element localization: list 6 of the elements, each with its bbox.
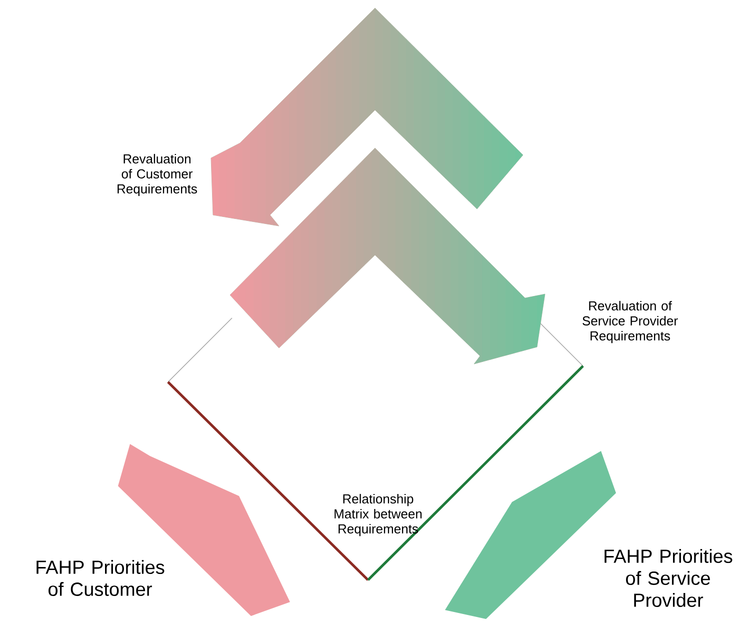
label-text: FAHP Priorities of Customer <box>36 560 164 596</box>
label-text: Revaluation of Customer Requirements <box>118 154 197 196</box>
matrix-label: Relationship Matrix between Requirements <box>334 494 422 536</box>
label-text: Revaluation of Service Provider Requirements <box>582 300 678 344</box>
label-text: FAHP Priorities of Service Provider <box>604 549 732 607</box>
block-arrow <box>230 148 546 364</box>
